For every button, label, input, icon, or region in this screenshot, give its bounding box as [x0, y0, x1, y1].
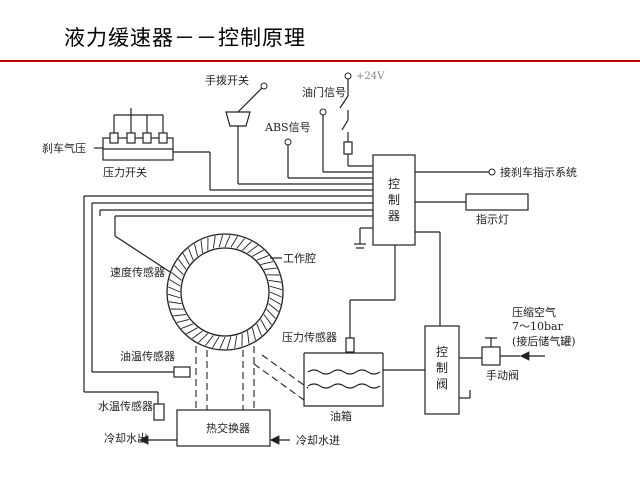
torus-blade — [251, 327, 256, 341]
torus-blade — [174, 265, 184, 276]
torus-blade — [181, 323, 194, 329]
torus-blade — [167, 293, 181, 299]
torus-blade — [260, 319, 268, 331]
oil-temp-sensor — [173, 366, 191, 378]
torus-blade — [173, 314, 187, 317]
control-wires — [83, 115, 489, 410]
indicator-lamp-label: 指示灯 — [476, 212, 509, 226]
power-terminal — [344, 72, 352, 80]
after-tank-label: (接后储气罐) — [512, 334, 576, 348]
torus-blade — [269, 285, 283, 291]
heat-exchanger-box — [176, 409, 271, 447]
torus-blade — [268, 303, 279, 312]
torus-blade — [263, 267, 277, 270]
water-temp-sensor — [153, 403, 165, 421]
torus-blade — [178, 258, 187, 270]
pressure-switch — [102, 108, 174, 161]
heat-exchanger-label: 热交换器 — [206, 421, 250, 435]
oil-tank — [303, 337, 384, 407]
torus-blade — [268, 279, 282, 283]
working-chamber-label: 工作腔 — [283, 251, 316, 265]
torus-blade — [205, 335, 214, 346]
throttle-switch — [339, 79, 353, 166]
torus-blade — [269, 291, 282, 298]
torus-blade — [200, 240, 203, 254]
torus-blade — [168, 301, 182, 305]
title-divider — [0, 60, 640, 62]
brake-pressure-label: 刹车气压 — [42, 141, 86, 155]
torus-blade — [234, 335, 238, 349]
torus-blade — [198, 333, 209, 343]
torus-blade — [230, 236, 238, 248]
torus-blade — [247, 330, 250, 344]
torus-blade — [219, 336, 226, 349]
torus-blade — [266, 308, 276, 319]
brake-indicator-terminal — [488, 168, 496, 176]
oil-circuit — [195, 346, 309, 410]
slide-title: 液力缓速器－－控制原理 — [64, 26, 306, 50]
controller-box — [372, 154, 416, 246]
torus-blade — [224, 235, 231, 248]
water-temp-sensor-label: 水温传感器 — [98, 400, 153, 413]
torus-blade — [252, 249, 264, 257]
control-valve-box — [424, 325, 460, 415]
torus-blade — [188, 248, 194, 261]
brake-indicator-label: 接刹车指示系统 — [500, 165, 577, 179]
torus-blade — [226, 336, 232, 350]
torus-blade — [182, 253, 190, 265]
throttle-terminal — [319, 108, 327, 116]
coolant-in-label: 冷却水进 — [296, 434, 340, 447]
torus-blade — [212, 235, 216, 249]
torus-blade — [194, 243, 199, 257]
control-valve-char-2: 制 — [436, 361, 448, 375]
torus-blade — [212, 336, 220, 348]
oil-temp-sensor-label: 油温传感器 — [120, 349, 175, 363]
control-valve-char-3: 阀 — [436, 377, 448, 391]
speed-sensor-label: 速度传感器 — [110, 265, 165, 279]
torus-blade — [176, 318, 190, 323]
torus-blade — [241, 241, 252, 251]
indicator-lamp-box — [465, 193, 529, 211]
air-range-label: 7～10bar — [512, 320, 564, 333]
retarder-torus — [166, 233, 284, 351]
compressed-air-label: 压缩空气 — [512, 305, 556, 319]
manual-valve-icon — [481, 337, 520, 366]
torus-blade — [191, 330, 203, 339]
controller-char-2: 制 — [388, 193, 400, 207]
throttle-signal-label: 油门信号 — [302, 85, 346, 99]
coolant-out-label: 冷却水出 — [104, 431, 148, 445]
torus-blade — [256, 255, 269, 261]
pressure-switch-label: 压力开关 — [103, 165, 147, 179]
manual-valve-label: 手动阀 — [486, 368, 519, 382]
pressure-sensor-label: 压力传感器 — [282, 331, 337, 344]
control-valve-char-1: 控 — [436, 345, 448, 359]
torus-blade — [169, 279, 181, 287]
controller-char-1: 控 — [388, 177, 400, 191]
torus-blade — [218, 234, 224, 248]
torus-blade — [168, 286, 181, 293]
abs-signal-label: ABS信号 — [264, 121, 311, 134]
abs-terminal — [284, 138, 292, 146]
torus-blade — [256, 323, 262, 336]
power-label: +24V — [356, 71, 385, 82]
torus-blade — [260, 261, 274, 266]
torus-blade — [263, 314, 272, 326]
torus-blade — [171, 272, 182, 281]
oil-tank-label: 油箱 — [330, 409, 352, 423]
torus-blade — [247, 245, 259, 254]
hand-switch-icon — [225, 82, 268, 127]
torus-blade — [186, 327, 198, 335]
hand-switch-label: 手拨开关 — [205, 73, 249, 87]
controller-char-3: 器 — [388, 209, 400, 223]
torus-blade — [236, 238, 245, 249]
torus-blade — [269, 297, 281, 305]
